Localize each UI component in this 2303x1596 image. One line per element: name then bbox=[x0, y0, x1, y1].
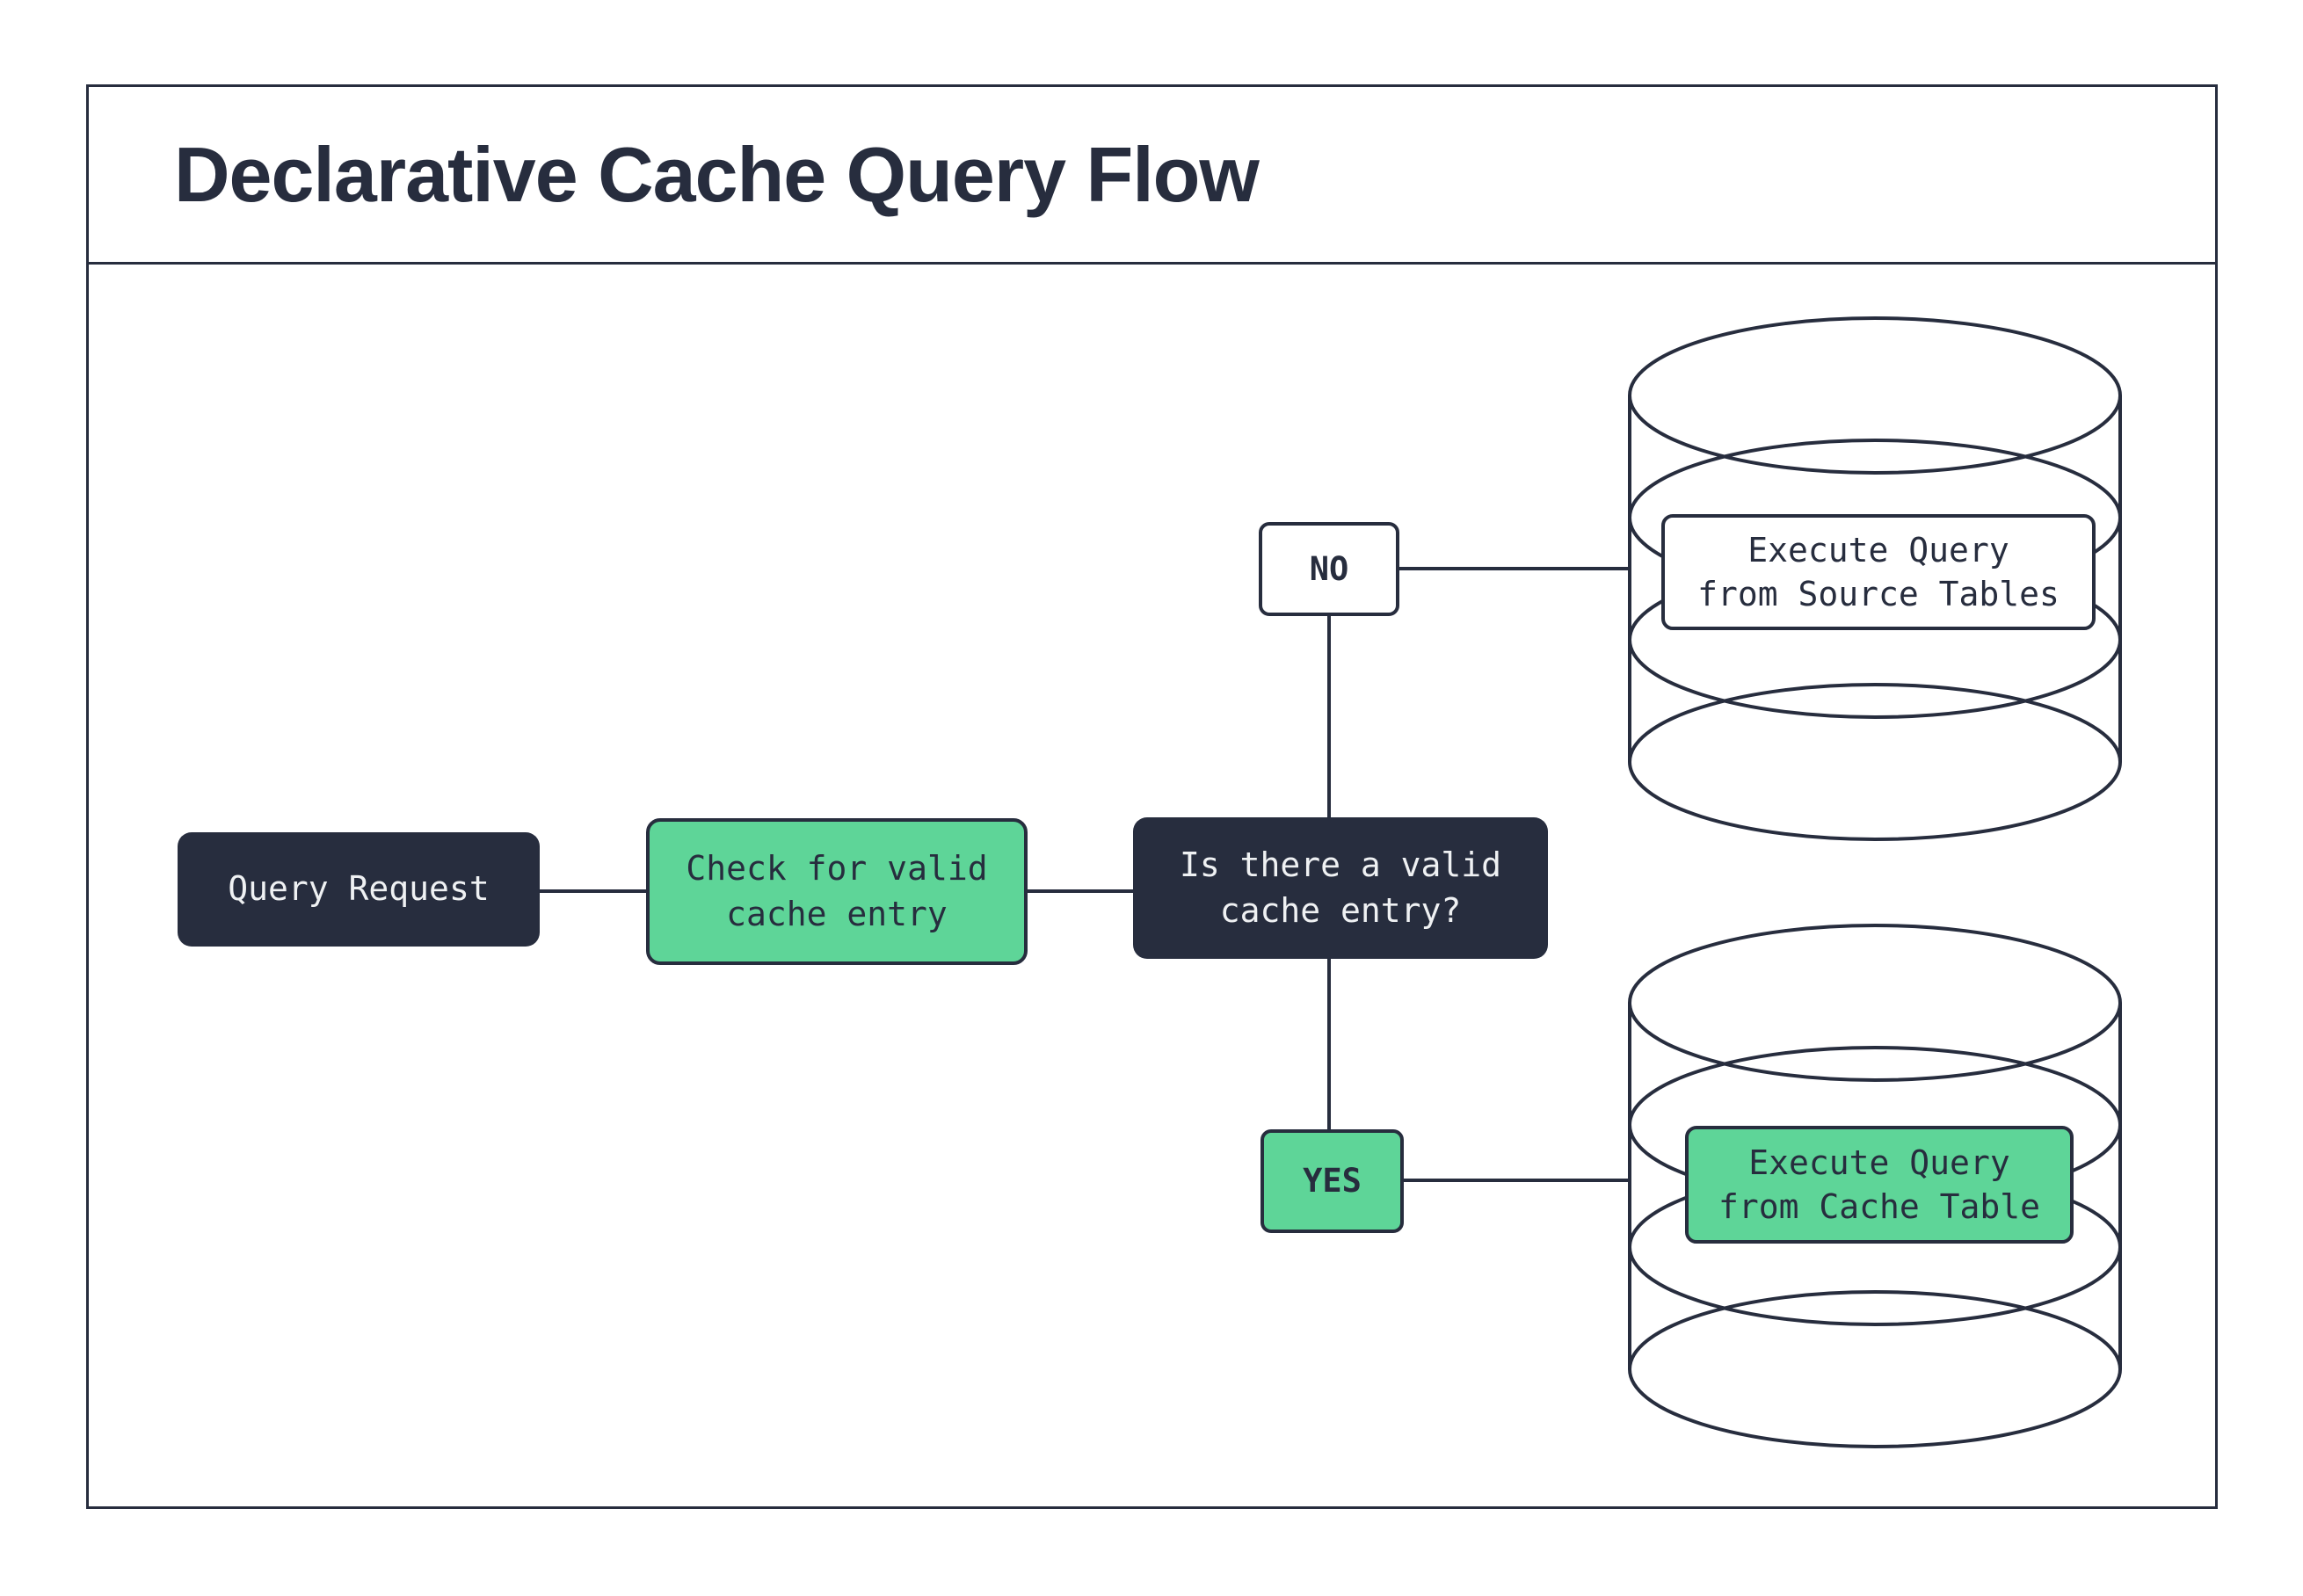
node-branch-yes: YES bbox=[1260, 1129, 1404, 1233]
node-query-request: Query Request bbox=[178, 832, 540, 947]
node-decision-valid-cache: Is there a valid cache entry? bbox=[1133, 817, 1548, 959]
diagram-header: Declarative Cache Query Flow bbox=[89, 87, 2215, 265]
node-execute-cache-table: Execute Query from Cache Table bbox=[1685, 1126, 2074, 1244]
diagram-title: Declarative Cache Query Flow bbox=[174, 130, 1260, 218]
node-execute-source-tables: Execute Query from Source Tables bbox=[1661, 514, 2096, 630]
node-check-cache: Check for valid cache entry bbox=[646, 818, 1028, 965]
database-cylinder-icon-cache bbox=[1628, 924, 2122, 1448]
node-branch-no: NO bbox=[1259, 522, 1399, 616]
diagram-frame: Declarative Cache Query Flow bbox=[86, 84, 2218, 1509]
database-cylinder-icon-source bbox=[1628, 316, 2122, 841]
